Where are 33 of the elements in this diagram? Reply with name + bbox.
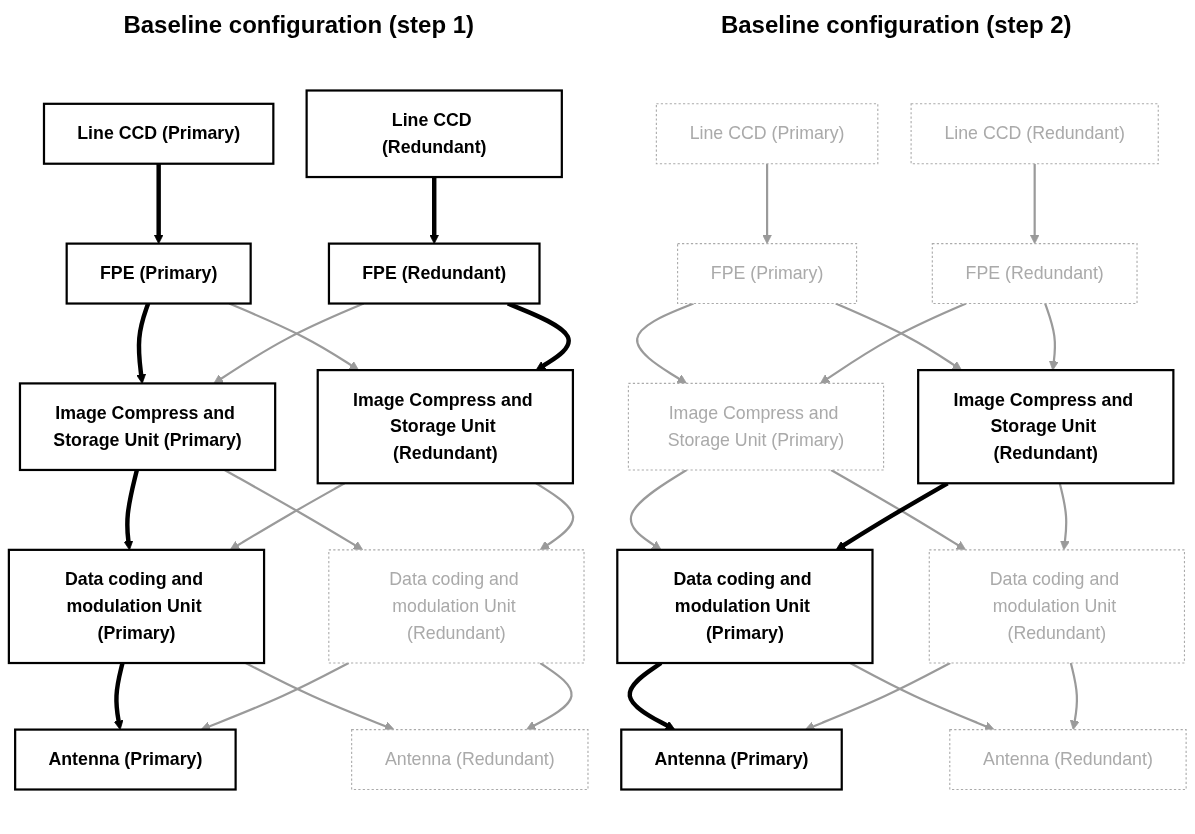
node-box: Image Compress and Storage Unit (Redundant): [917, 369, 1175, 485]
node-box: Image Compress and Storage Unit (Redundant): [316, 369, 575, 485]
arrow: [1029, 163, 1040, 245]
node-box: Image Compress and Storage Unit (Primary): [627, 382, 885, 471]
node-box: Data coding and modulation Unit (Primary): [7, 548, 266, 665]
panel-heading: Baseline configuration (step 2): [720, 11, 1072, 39]
arrow: [819, 302, 967, 384]
arrow: [1058, 483, 1070, 551]
arrow: [636, 302, 694, 384]
node-box: Data coding and modulation Unit (Redundant): [928, 549, 1185, 664]
arrow: [1044, 303, 1059, 371]
node-box: FPE (Redundant): [931, 243, 1138, 305]
node-box: Antenna (Primary): [14, 728, 237, 791]
arrow: [224, 469, 364, 551]
node-box: Data coding and modulation Unit (Primary): [616, 548, 874, 665]
node-box: Image Compress and Storage Unit (Primary): [18, 382, 277, 472]
node-box: Antenna (Redundant): [351, 729, 589, 791]
node-box: Antenna (Redundant): [949, 729, 1187, 791]
node-box: Line CCD (Primary): [655, 103, 879, 165]
arrow: [526, 662, 573, 731]
arrow: [830, 469, 967, 551]
panel-heading: Baseline configuration (step 1): [123, 11, 475, 39]
node-box: FPE (Primary): [65, 242, 252, 305]
arrow: [835, 302, 962, 371]
node-box: Line CCD (Redundant): [910, 103, 1159, 165]
arrow: [1069, 662, 1080, 731]
node-box: Line CCD (Primary): [42, 102, 275, 165]
arrow: [762, 163, 772, 245]
node-box: Antenna (Primary): [620, 728, 843, 791]
node-box: FPE (Redundant): [327, 242, 541, 305]
node-box: FPE (Primary): [677, 243, 858, 305]
node-box: Line CCD (Redundant): [305, 89, 563, 179]
node-box: Data coding and modulation Unit (Redundant): [328, 549, 585, 664]
